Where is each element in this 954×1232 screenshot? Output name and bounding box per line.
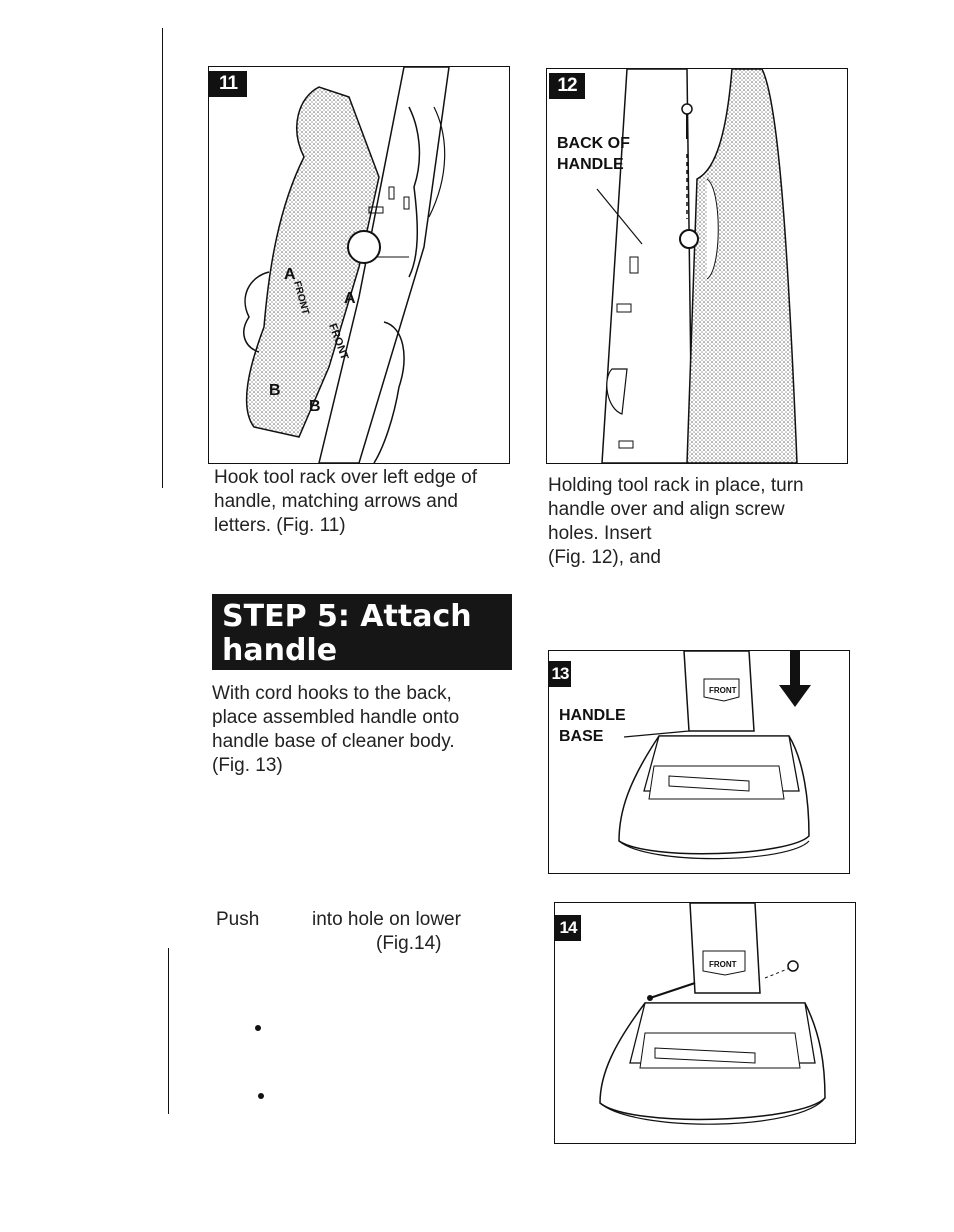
handle-front-tag: FRONT — [709, 960, 737, 969]
caption-line: (Fig. 12), and — [548, 547, 661, 568]
caption-line: handle over and align screw — [548, 499, 785, 520]
handle-front-tag: FRONT — [709, 686, 737, 695]
figure-13-illustration: FRONT — [618, 651, 811, 860]
step-5-body: With cord hooks to the back, place assem… — [212, 682, 459, 778]
figure-12-callout: BACK OF HANDLE — [557, 133, 630, 175]
push-into-hole: into hole on lower — [312, 909, 461, 930]
push-instruction: Push into hole on lower (Fig.14) — [216, 908, 516, 960]
margin-rule-lower — [168, 948, 169, 1114]
figure-12-badge: 12 — [549, 73, 585, 99]
push-fig-ref: (Fig.14) — [376, 933, 442, 954]
figure-14: FRONT 14 — [554, 902, 856, 1144]
figure-13-badge: 13 — [549, 661, 571, 687]
figure-11-badge: 11 — [209, 71, 247, 97]
figure-11: A A B B FRONT FRONT 11 — [208, 66, 510, 464]
callout-line-1: BACK OF — [557, 135, 630, 152]
figure-13-callout: HANDLE BASE — [559, 705, 626, 747]
label-a-right: A — [344, 290, 356, 307]
margin-rule-upper — [162, 28, 163, 488]
figure-12: 12 BACK OF HANDLE — [546, 68, 848, 464]
caption-line: letters. (Fig. 11) — [214, 515, 346, 536]
caption-line: Holding tool rack in place, turn — [548, 475, 804, 496]
step-heading-line-2: handle — [222, 633, 338, 668]
body-line: place assembled handle onto — [212, 707, 460, 728]
figure-14-badge: 14 — [555, 915, 581, 941]
label-b-right: B — [309, 398, 321, 415]
push-word: Push — [216, 909, 260, 930]
bullet-2 — [258, 1093, 264, 1099]
step-5-heading: STEP 5: Attach handle — [212, 594, 512, 670]
bullet-1 — [255, 1025, 261, 1031]
figure-13: FRONT 13 HANDLE BASE — [548, 650, 850, 874]
label-b-left: B — [269, 382, 281, 399]
body-line: (Fig. 13) — [212, 755, 283, 776]
caption-line: holes. Insert — [548, 523, 652, 544]
step-heading-line-1: STEP 5: Attach — [222, 599, 472, 634]
figure-12-illustration — [596, 69, 798, 463]
caption-fig-11: Hook tool rack over left edge of handle,… — [214, 466, 477, 538]
label-a-left: A — [284, 266, 296, 283]
callout-line-2: HANDLE — [557, 156, 624, 173]
caption-fig-12: Holding tool rack in place, turn handle … — [548, 474, 804, 570]
body-line: handle base of cleaner body. — [212, 731, 455, 752]
figure-14-illustration: FRONT — [599, 903, 826, 1125]
figure-11-illustration: A A B B FRONT FRONT — [243, 67, 450, 463]
caption-line: handle, matching arrows and — [214, 491, 458, 512]
caption-line: Hook tool rack over left edge of — [214, 467, 477, 488]
callout-line-1: HANDLE — [559, 707, 626, 724]
body-line: With cord hooks to the back, — [212, 683, 452, 704]
callout-line-2: BASE — [559, 728, 604, 745]
